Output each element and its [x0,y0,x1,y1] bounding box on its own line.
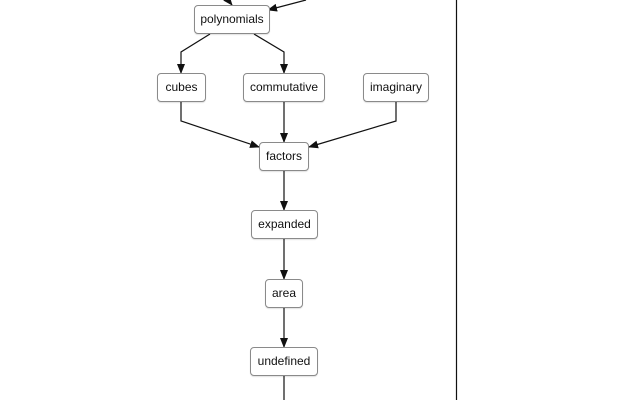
edge-into-polynomials-right [267,0,307,12]
edge-polynomials-commutative [253,33,288,74]
node-area[interactable]: area [265,279,303,308]
node-imaginary[interactable]: imaginary [363,73,429,102]
edge-into-polynomials-left [223,0,233,6]
node-factors[interactable]: factors [259,142,309,171]
edge-imaginary-factors [308,102,397,149]
node-polynomials[interactable]: polynomials [194,5,270,34]
node-cubes[interactable]: cubes [157,73,206,102]
node-undefined[interactable]: undefined [250,347,318,376]
edge-polynomials-cubes [177,33,211,74]
node-commutative[interactable]: commutative [243,73,325,102]
edge-cubes-factors [180,102,260,148]
node-expanded[interactable]: expanded [251,210,318,239]
